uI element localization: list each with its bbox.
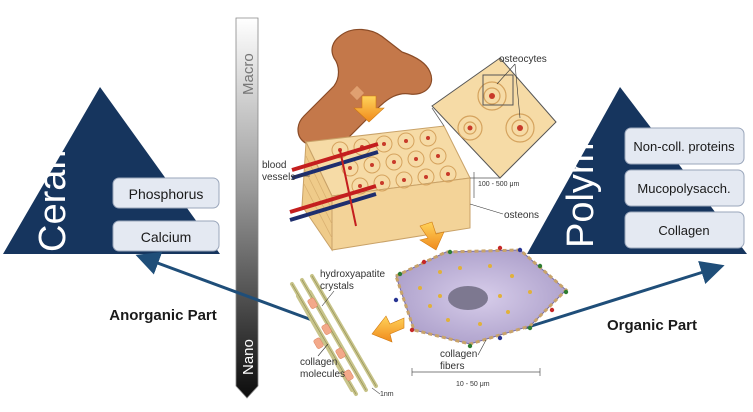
anorganic-part-caption: Anorganic Part xyxy=(109,307,217,324)
collagen-fibers-label-2: fibers xyxy=(440,361,464,372)
organic-arrow xyxy=(524,261,725,330)
collagen-molecules-label-2: molecules xyxy=(300,369,345,380)
collagen-label: Collagen xyxy=(658,223,709,238)
phosphorus-label: Phosphorus xyxy=(129,186,204,202)
hydroxyapatite-label-2: crystals xyxy=(320,281,354,292)
blood-vessels-label-2: vessels xyxy=(262,172,295,183)
collagen-molecules xyxy=(290,274,378,396)
collagen-box xyxy=(624,211,745,249)
orange-arrow-2 xyxy=(419,221,445,251)
polymer-triangle: Polymer Non-coll. proteins Mucopolysacch… xyxy=(527,87,747,254)
osteocytes-label: osteocytes xyxy=(499,54,547,65)
ceramics-title: Ceramics xyxy=(32,92,74,252)
mucopolysacch-box xyxy=(624,169,745,207)
osteons-label: osteons xyxy=(504,210,539,221)
calcium-box xyxy=(112,220,220,252)
anorganic-arrow xyxy=(135,251,313,322)
scale-macro-label: Macro xyxy=(240,53,257,95)
orange-arrow-3 xyxy=(371,315,405,343)
collagen-fiber-cell xyxy=(393,245,569,349)
phosphorus-box xyxy=(112,177,220,209)
ceramics-triangle: Ceramics Phosphorus Calcium xyxy=(3,87,220,254)
collagen-fibers-label-1: collagen xyxy=(440,349,477,360)
organic-part-caption: Organic Part xyxy=(607,317,697,334)
scale-nano-label: Nano xyxy=(240,339,257,375)
osteon-scale-label: 100 - 500 μm xyxy=(478,181,520,188)
osteon-block xyxy=(289,125,471,252)
polymer-title: Polymer xyxy=(560,108,602,248)
nm-scale-label: 1nm xyxy=(380,391,394,398)
hydroxyapatite-label-1: hydroxyapatite xyxy=(320,269,385,280)
collagen-molecules-label-1: collagen xyxy=(300,357,337,368)
femur-bone xyxy=(297,28,433,151)
orange-arrow-1 xyxy=(353,95,385,123)
scale-bar: Macro Nano xyxy=(235,17,259,399)
osteocyte-zoom xyxy=(431,57,557,179)
blood-vessels-label-1: blood xyxy=(262,160,286,171)
non-coll-proteins-label: Non-coll. proteins xyxy=(633,139,735,154)
mucopolysacch-label: Mucopolysacch. xyxy=(637,181,730,196)
non-coll-proteins-box xyxy=(624,127,745,165)
calcium-label: Calcium xyxy=(141,229,192,245)
fiber-scale-label: 10 - 50 μm xyxy=(456,381,490,388)
